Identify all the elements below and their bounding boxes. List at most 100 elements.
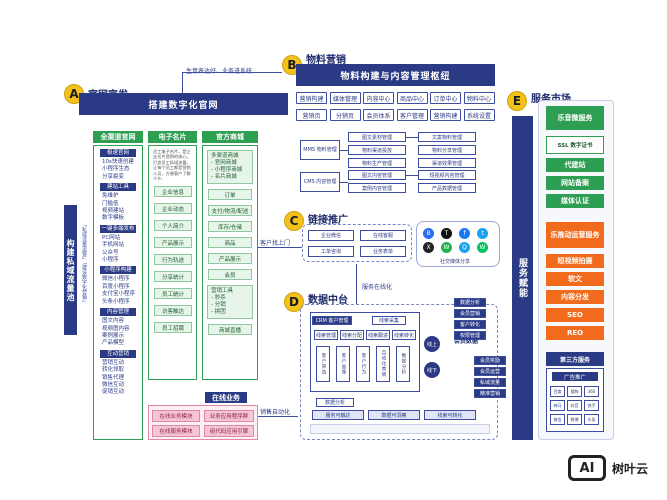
member-box[interactable]: 会员营销 [454,309,486,318]
market-third-logo[interactable]: 微信 [550,414,565,425]
col1-item[interactable]: 微信互动 [102,381,125,388]
col1-item[interactable]: 免维护 [102,193,119,200]
col2-item[interactable]: 个人简介 [154,220,192,231]
member-box[interactable]: 会员运营 [474,367,506,376]
col2-item[interactable]: 访客触达 [154,305,192,316]
col1-item[interactable]: 手机网站 [102,242,125,249]
member-box[interactable]: 会员奖励 [474,356,506,365]
col3-item[interactable]: 库存/仓储 [208,221,252,232]
mms-cms-box[interactable]: 产品数据管理 [418,183,476,193]
member-box[interactable]: 权限管理 [454,331,486,340]
mms-cms-box[interactable]: 短视频内容管理 [418,170,476,180]
b-module-button[interactable]: 营销构建 [430,109,461,121]
market-third-logo[interactable]: 360 [584,386,599,397]
col1-item[interactable]: 数字模板 [102,215,125,222]
market-third-logo[interactable]: 百度 [550,386,565,397]
crm-bottom-tag[interactable]: 服务可触达 [312,410,364,420]
b-module-button[interactable]: 内容中心 [363,92,394,104]
crm-col-box[interactable]: 线索跟进 [366,330,390,340]
market-third-logo[interactable]: 头条 [584,414,599,425]
crm-col-box[interactable]: 线索分配 [340,330,364,340]
col1-item[interactable]: PC网站 [102,234,121,241]
crm-side-b[interactable]: 线下 [424,362,440,378]
col3-item[interactable]: 订单 [208,189,252,200]
col1-item[interactable]: 转化领取 [102,367,125,374]
col1-item[interactable]: 小程序生态 [102,166,130,173]
social-icon[interactable]: Q [459,242,470,253]
col1-item[interactable]: 营销互动 [102,359,125,366]
mms-cms-box[interactable]: 图文素材管理 [348,132,406,142]
b-module-button[interactable]: 会员体系 [363,109,394,121]
social-icon[interactable]: f [459,228,470,239]
crm-bottom-tag[interactable]: 数据可洞察 [368,410,420,420]
market-green-btn[interactable]: 媒体认证 [546,194,604,208]
market-third-logo[interactable]: 微博 [567,414,582,425]
col3-item[interactable]: 商品 [208,237,252,248]
market-third-logo[interactable]: 快手 [584,400,599,411]
mms-cms-box[interactable]: 图文内容管理 [348,170,406,180]
online-biz-btn-2[interactable]: 业务应用程序群 [204,410,254,422]
b-module-button[interactable]: 营销页 [296,109,327,121]
col1-item[interactable]: 公众号 [102,249,119,256]
market-green-btn[interactable]: 网站备案 [546,176,604,190]
col3-item[interactable]: 支付/物流/配送 [208,205,252,216]
social-icon[interactable]: W [477,242,488,253]
market-third-logo[interactable]: 抖音 [567,400,582,411]
mms-cms-box[interactable]: 渠道效果管理 [418,158,476,168]
col1-item[interactable]: 10s快速创建 [102,159,134,165]
col2-item[interactable]: 产品展示 [154,237,192,248]
c-box-2[interactable]: 在线客服 [360,230,406,241]
market-orange-btn[interactable]: 软文 [546,272,604,286]
col1-item[interactable]: 小程序 [102,257,119,264]
member-box[interactable]: 精准营销 [474,389,506,398]
social-icon[interactable]: T [441,228,452,239]
col2-item[interactable]: 员工统计 [154,288,192,299]
market-orange-btn[interactable]: 短视频拍摄 [546,254,604,268]
member-box[interactable]: 数据分析 [454,298,486,307]
col1-item[interactable]: 头条小程序 [102,298,130,305]
c-box-4[interactable]: 业务表单 [360,246,406,257]
col1-item[interactable]: 销售代理 [102,374,125,381]
col1-item[interactable]: 百度小程序 [102,283,130,290]
market-third-logo[interactable]: 搜狗 [567,386,582,397]
market-orange-btn[interactable]: 内容分发 [546,290,604,304]
b-module-button[interactable]: 客户管理 [396,109,428,121]
col3-item[interactable]: 会员 [208,269,252,280]
col1-item[interactable]: 微信小程序 [102,276,130,283]
social-icon[interactable]: X [423,242,434,253]
online-biz-btn-4[interactable]: 组代码应用引擎 [204,425,254,437]
crm-top-box[interactable]: 线索采集 [372,316,406,325]
col2-item[interactable]: 行为轨迹 [154,254,192,265]
col1-item[interactable]: 产品模型 [102,340,125,347]
mms-cms-box[interactable]: 物料分享管理 [418,145,476,155]
col3-item[interactable]: 产品展示 [208,253,252,264]
col1-item[interactable]: 促销互动 [102,389,125,396]
c-box-1[interactable]: 企业微信 [308,230,354,241]
b-module-button[interactable]: 媒体管理 [329,92,361,104]
col1-item[interactable]: 视频建站 [102,208,125,215]
mms-cms-box[interactable]: 物料生产管理 [348,158,406,168]
mms-cms-box[interactable]: 物料渠道投放 [348,145,406,155]
online-biz-btn-1[interactable]: 在线业务模块 [152,410,200,422]
crm-row-box[interactable]: 自动化营销 [376,346,390,382]
col3-last[interactable]: 商城直播 [208,324,252,335]
member-box[interactable]: 客户转化 [454,320,486,329]
market-ssl[interactable]: SSL 数字证书 [546,136,604,154]
crm-row-box[interactable]: 客户行为 [356,346,370,382]
market-orange-btn[interactable]: SEO [546,308,604,322]
crm-row-box[interactable]: 客户画像 [336,346,350,382]
mms-cms-box[interactable]: 文案物料管理 [418,132,476,142]
crm-row-box[interactable]: 客户筛选 [316,346,330,382]
social-icon[interactable]: t [477,228,488,239]
b-module-button[interactable]: 分销页 [329,109,361,121]
col1-item[interactable]: 支付宝小程序 [102,291,136,298]
col2-item[interactable]: 企业动态 [154,203,192,214]
member-box[interactable]: 私域流量 [474,378,506,387]
col2-item[interactable]: 员工招聘 [154,322,192,333]
social-icon[interactable]: B [423,228,434,239]
b-module-button[interactable]: 订单中心 [430,92,461,104]
market-orange-btn[interactable]: REO [546,326,604,340]
col1-item[interactable]: 案例展示 [102,332,125,339]
col1-item[interactable]: 图文内容 [102,318,125,325]
mms-cms-box[interactable]: 案例内容管理 [348,183,406,193]
